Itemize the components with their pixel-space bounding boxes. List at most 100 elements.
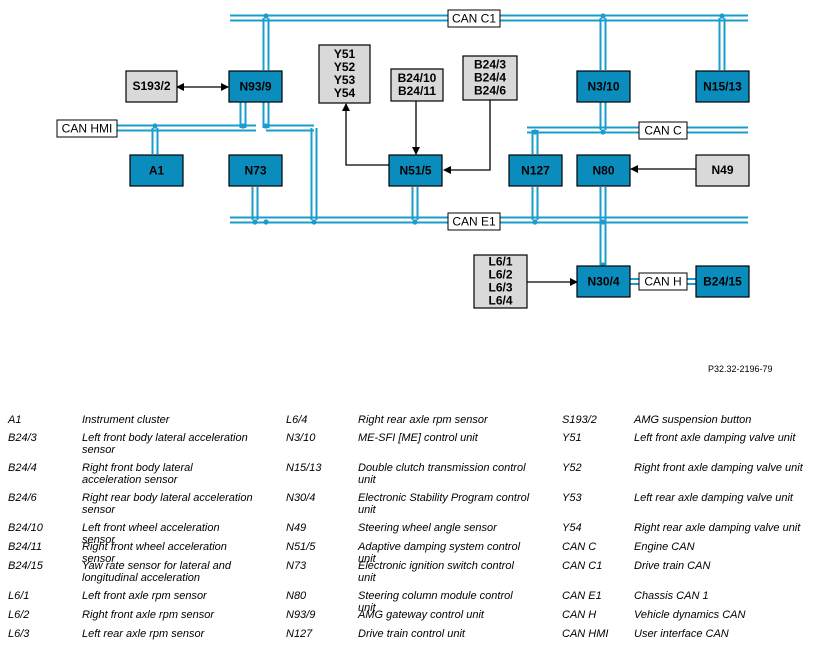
sensor-label: B24/10 — [398, 71, 437, 85]
legend-code: Y54 — [562, 522, 582, 534]
ecu-label: N93/9 — [239, 80, 271, 94]
legend-code: N73 — [286, 560, 307, 572]
legend-description: Yaw rate sensor for lateral and longitud… — [82, 560, 231, 584]
svg-text:CAN C: CAN C — [644, 124, 682, 138]
ecu-n73: N73 — [228, 154, 283, 187]
ecu-label: N127 — [521, 164, 550, 178]
legend-description: User interface CAN — [634, 628, 729, 640]
legend-description: AMG suspension button — [634, 414, 752, 426]
sensor-label: B24/6 — [474, 84, 506, 98]
connector-n51-y5x — [342, 103, 389, 166]
sensor-label: L6/4 — [488, 294, 512, 308]
legend-code: B24/3 — [8, 432, 37, 444]
legend-code: B24/10 — [8, 522, 43, 534]
ecu-label: B24/15 — [703, 275, 742, 289]
legend-description: Right front body lateral acceleration se… — [82, 462, 193, 486]
bus-label-can-c: CAN C — [638, 121, 688, 140]
sensor-n49: N49 — [695, 154, 750, 187]
junction-dot — [263, 13, 269, 19]
legend-description: Left front body lateral acceleration sen… — [82, 432, 248, 456]
svg-text:CAN E1: CAN E1 — [452, 215, 496, 229]
legend-description: Vehicle dynamics CAN — [634, 609, 746, 621]
junction-dot — [311, 219, 317, 225]
junction-dot — [600, 13, 606, 19]
bus-label-can-e1: CAN E1 — [447, 212, 501, 231]
sensor-label: Y54 — [334, 86, 356, 100]
legend-description: Instrument cluster — [82, 414, 170, 426]
ecu-n127: N127 — [508, 154, 563, 187]
bus-label-can-h: CAN H — [638, 272, 688, 291]
legend-description: Left front axle rpm sensor — [82, 590, 207, 602]
ecu-label: N30/4 — [587, 275, 619, 289]
ecu-n3-10: N3/10 — [576, 70, 631, 103]
sensor-label: L6/1 — [488, 255, 512, 269]
bus-labels: CAN C1 CAN HMI CAN C CAN E1 CAN H — [56, 9, 688, 291]
ecu-n80: N80 — [576, 154, 631, 187]
legend-code: L6/1 — [8, 590, 30, 602]
ecu-n15-13: N15/13 — [695, 70, 750, 103]
ecu-label: N73 — [244, 164, 266, 178]
legend-description: Steering column module control unit — [358, 590, 513, 614]
legend-code: CAN C1 — [562, 560, 603, 572]
junction-dot — [252, 219, 258, 225]
figure-reference: P32.32-2196-79 — [708, 364, 773, 374]
legend-description: Left front wheel acceleration sensor — [82, 522, 220, 546]
svg-text:CAN H: CAN H — [644, 275, 681, 289]
legend-code: N127 — [286, 628, 313, 640]
legend-code: N15/13 — [286, 462, 322, 474]
ecu-label: N51/5 — [399, 164, 431, 178]
junction-dot — [152, 123, 158, 129]
legend-code: Y53 — [562, 492, 582, 504]
legend-code: N3/10 — [286, 432, 316, 444]
legend-description: Left rear axle damping valve unit — [634, 492, 793, 504]
legend-description: Adaptive damping system control unit — [358, 541, 521, 565]
legend-description: Drive train control unit — [358, 628, 465, 640]
ecu-a1: A1 — [129, 154, 184, 187]
legend-description: Electronic ignition switch control unit — [358, 560, 514, 584]
legend-description: Right front axle rpm sensor — [82, 609, 215, 621]
legend-code: B24/11 — [8, 541, 43, 553]
legend-description: Right front wheel acceleration sensor — [82, 541, 227, 565]
ecu-b24-15: B24/15 — [695, 265, 750, 298]
legend-description: Steering wheel angle sensor — [358, 522, 497, 534]
junction-dot — [412, 219, 418, 225]
sensor-label: N49 — [711, 163, 733, 177]
junction-dot — [263, 123, 269, 129]
legend-description: Engine CAN — [634, 541, 695, 553]
legend-code: L6/2 — [8, 609, 30, 621]
ecu-n30-4: N30/4 — [576, 265, 631, 298]
sensor-s193-2: S193/2 — [125, 70, 178, 103]
legend-code: L6/3 — [8, 628, 30, 640]
ecu-label: N80 — [592, 164, 614, 178]
sensor-label: B24/11 — [398, 84, 436, 98]
legend-code: CAN E1 — [562, 590, 602, 602]
legend-description: Left rear axle rpm sensor — [82, 628, 205, 640]
legend-code: N30/4 — [286, 492, 316, 504]
sensor-label: B24/3 — [474, 58, 506, 72]
legend-code: CAN C — [562, 541, 597, 553]
junction-dot — [263, 219, 269, 225]
legend-code: L6/4 — [286, 414, 308, 426]
legend-code: B24/15 — [8, 560, 43, 572]
legend-description: Double clutch transmission control unit — [358, 462, 526, 486]
junction-dot — [532, 129, 538, 135]
legend-code: N93/9 — [286, 609, 316, 621]
signal-connectors — [176, 83, 696, 286]
legend-code: S193/2 — [562, 414, 597, 426]
bus-lines — [117, 14, 748, 285]
sensor-label: B24/4 — [474, 71, 506, 85]
junction-dot — [532, 219, 538, 225]
svg-text:CAN C1: CAN C1 — [452, 12, 496, 26]
sensor-label: Y52 — [334, 60, 356, 74]
svg-text:CAN HMI: CAN HMI — [62, 122, 113, 136]
junction-dot — [719, 13, 725, 19]
bus-junctions — [152, 13, 725, 268]
ecu-label: A1 — [149, 164, 165, 178]
connector-b24-3-n51 — [443, 100, 491, 174]
legend-description: Right rear body lateral acceleration sen… — [82, 492, 253, 516]
junction-dot — [240, 123, 246, 129]
legend-code: B24/6 — [8, 492, 37, 504]
